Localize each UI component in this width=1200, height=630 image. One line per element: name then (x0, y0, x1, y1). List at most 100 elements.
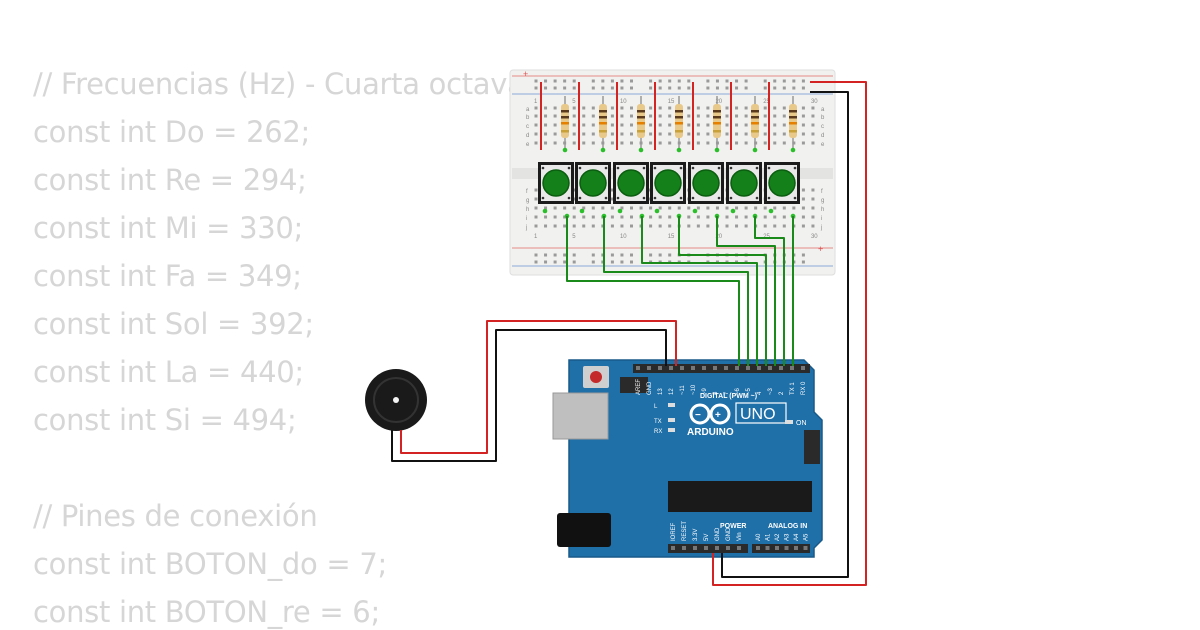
column-number: 15 (668, 99, 675, 105)
brand-label: ARDUINO (687, 427, 734, 438)
model-label: UNO (740, 406, 776, 423)
wire-gnd (721, 91, 849, 578)
digital-pin-label: ~11 (680, 385, 686, 395)
code-line: const int La = 440; (33, 355, 304, 389)
resistor (561, 104, 569, 138)
wire-5v (712, 81, 867, 586)
analog-pin-label: A2 (775, 533, 781, 541)
column-number: 5 (572, 234, 576, 240)
code-line: const int Do = 262; (33, 115, 311, 149)
column-number: 30 (811, 99, 818, 105)
on-led (785, 420, 793, 424)
digital-pin-label: AREF (636, 379, 642, 395)
row-letter: j (820, 225, 822, 231)
wire-button-6 (754, 216, 785, 366)
atmega-chip (668, 481, 812, 512)
row-letter: g (821, 198, 824, 204)
column-number: 1 (534, 99, 538, 105)
code-line: const int Fa = 349; (33, 259, 302, 293)
row-letter: c (526, 124, 529, 130)
digital-pin-label: 8 (713, 391, 719, 395)
column-number: 10 (620, 234, 627, 240)
push-button[interactable] (726, 162, 762, 204)
arduino-logo: − + (689, 403, 731, 425)
led-label: L (654, 404, 658, 410)
code-line: // Pines de conexión (33, 499, 318, 533)
power-pin-label: Vin (737, 532, 743, 541)
wire-button-1 (566, 216, 740, 366)
icsp-header (620, 377, 648, 393)
push-button[interactable] (688, 162, 724, 204)
led-label: TX (654, 419, 662, 425)
code-line: const int Si = 494; (33, 403, 297, 437)
digital-label: DIGITAL (PWM ~) (700, 393, 757, 400)
wire-buzzer-signal (400, 320, 677, 454)
wire-button-4 (678, 216, 767, 366)
push-button[interactable] (764, 162, 800, 204)
column-number: 10 (620, 99, 627, 105)
code-line: const int BOTON_re = 6; (33, 595, 380, 629)
column-number: 5 (572, 99, 576, 105)
row-letter: h (821, 207, 824, 213)
row-letter: h (526, 207, 529, 213)
push-button[interactable] (650, 162, 686, 204)
code-line: const int Re = 294; (33, 163, 307, 197)
icsp-header-right (804, 430, 820, 464)
wire-button-3 (641, 216, 758, 366)
breadboard-components (538, 96, 800, 219)
push-button[interactable] (538, 162, 574, 204)
row-letter: j (525, 225, 527, 231)
row-letter: g (526, 198, 529, 204)
row-letter: d (526, 133, 529, 139)
code-line: const int BOTON_do = 7; (33, 547, 387, 581)
svg-text:−: − (695, 410, 701, 421)
power-pin-label: 5V (704, 534, 710, 541)
digital-pin-label: ~3 (768, 387, 774, 395)
digital-pin-label: 4 (757, 391, 763, 395)
column-number: 15 (668, 234, 675, 240)
wire-buzzer-gnd (391, 329, 667, 462)
code-line: // Frecuencias (Hz) - Cuarta octava (33, 67, 513, 101)
power-label: POWER (720, 523, 746, 530)
row-letter: i (821, 216, 822, 222)
led-label: RX (654, 429, 662, 435)
power-pin-label: GND (726, 527, 732, 541)
code-line: const int Mi = 330; (33, 211, 304, 245)
analog-pin-label: A0 (756, 533, 762, 541)
svg-text:+: + (715, 410, 721, 421)
row-letter: i (526, 216, 527, 222)
power-pin-label: RESET (682, 521, 688, 541)
analog-label: ANALOG IN (768, 523, 807, 530)
push-button[interactable] (575, 162, 611, 204)
digital-pin-label: RX 0 (801, 381, 807, 395)
code-overlay: // Frecuencias (Hz) - Cuarta octava const… (33, 64, 513, 630)
row-letter: c (821, 124, 824, 130)
digital-pin-label: 12 (669, 388, 675, 395)
resistor (751, 104, 759, 138)
column-number: 25 (763, 99, 770, 105)
analog-pin-label: A1 (766, 533, 772, 541)
arduino-pin-headers (633, 364, 810, 553)
plus-sign-top: + (523, 69, 528, 79)
column-number: 20 (715, 234, 722, 240)
row-letter: e (526, 142, 530, 148)
wires (391, 81, 867, 586)
usb-port (552, 392, 609, 440)
push-button[interactable] (613, 162, 649, 204)
reset-button[interactable] (590, 371, 602, 383)
resistor (713, 104, 721, 138)
wire-button-2 (603, 216, 749, 366)
plus-sign-bottom: + (818, 244, 823, 254)
resistor (599, 104, 607, 138)
analog-pin-label: A5 (804, 533, 810, 541)
power-pin-label: IOREF (671, 522, 677, 541)
row-letter: d (821, 133, 824, 139)
resistor (675, 104, 683, 138)
power-pin-label: GND (715, 527, 721, 541)
resistor (637, 104, 645, 138)
power-pin-label: 3.3V (693, 529, 699, 541)
resistor (789, 104, 797, 138)
